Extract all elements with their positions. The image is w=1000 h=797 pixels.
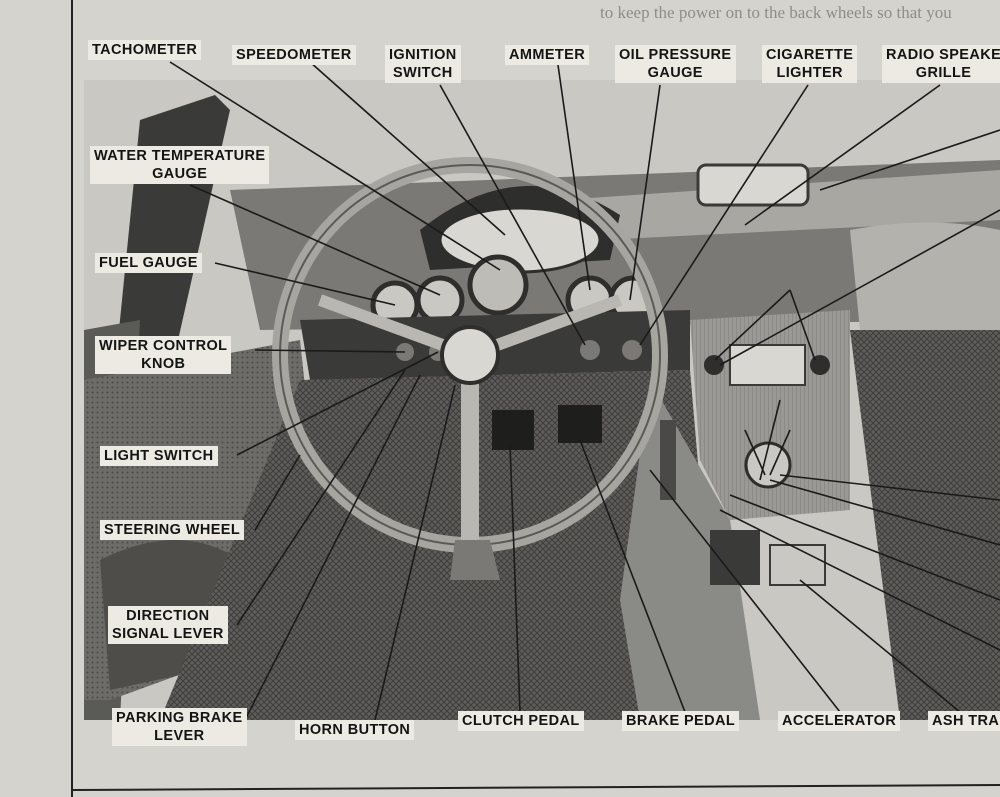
leader-ash-tray	[799, 579, 961, 713]
leader-radio-knob-left	[714, 289, 791, 361]
label-water-temperature-gauge: WATER TEMPERATURE GAUGE	[90, 146, 270, 184]
label-oil-pressure-gauge: OIL PRESSURE GAUGE	[615, 45, 736, 83]
leader-fuel-gauge	[214, 262, 396, 306]
leader-console-knob-3	[769, 429, 791, 476]
leader-horn-button	[374, 384, 456, 721]
leader-ignition-switch	[439, 84, 586, 346]
label-ammeter: AMMETER	[505, 45, 590, 65]
leader-radio-speaker-1	[744, 84, 941, 226]
leader-console-knob-2	[744, 429, 766, 476]
leader-oil-pressure	[629, 84, 661, 301]
label-ignition-switch: IGNITION SWITCH	[385, 45, 461, 83]
leader-radio-speaker-2	[819, 129, 1000, 191]
label-direction-signal-lever: DIRECTION SIGNAL LEVER	[108, 606, 228, 644]
label-accelerator: ACCELERATOR	[778, 711, 901, 731]
label-clutch-pedal: CLUTCH PEDAL	[458, 711, 584, 731]
leader-console-2	[769, 479, 1000, 546]
label-ash-tray: ASH TRA	[928, 711, 1000, 731]
label-horn-button: HORN BUTTON	[295, 720, 415, 740]
leader-clutch-pedal	[509, 444, 521, 713]
leader-water-temp	[189, 184, 441, 296]
background-text: to keep the power on to the back wheels …	[600, 3, 952, 22]
leader-tachometer	[169, 61, 501, 271]
leader-light-switch	[236, 351, 439, 456]
label-parking-brake-lever: PARKING BRAKE LEVER	[112, 708, 247, 746]
leader-lines	[169, 61, 1000, 721]
leader-console-4	[719, 509, 1000, 651]
leader-ammeter	[557, 64, 591, 291]
leader-radio-speaker-3	[719, 209, 1000, 366]
label-steering-wheel: STEERING WHEEL	[100, 520, 245, 540]
label-wiper-control-knob: WIPER CONTROL KNOB	[95, 336, 232, 374]
label-brake-pedal: BRAKE PEDAL	[622, 711, 740, 731]
leader-cigarette-lighter	[639, 84, 809, 346]
leader-console-3	[729, 494, 1000, 601]
label-radio-speaker-grille: RADIO SPEAKE GRILLE	[882, 45, 1000, 83]
leader-speedometer	[309, 61, 506, 236]
leader-brake-pedal	[579, 439, 686, 713]
label-speedometer: SPEEDOMETER	[232, 45, 356, 65]
label-light-switch: LIGHT SWITCH	[100, 446, 218, 466]
leader-wiper-control	[254, 349, 406, 353]
leader-direction-signal	[236, 369, 406, 626]
leader-console-1	[779, 474, 1000, 501]
leader-parking-brake	[244, 374, 421, 721]
leader-steering-wheel	[254, 454, 301, 531]
label-fuel-gauge: FUEL GAUGE	[95, 253, 202, 273]
frame-bottom-rule	[71, 784, 1000, 791]
label-tachometer: TACHOMETER	[88, 40, 202, 60]
bg-text-line1: to keep the power on to the back wheels …	[600, 3, 952, 22]
label-cigarette-lighter: CIGARETTE LIGHTER	[762, 45, 858, 83]
leader-console-knob-1	[759, 399, 781, 481]
leader-accelerator	[649, 469, 841, 713]
leader-radio-knob-right	[789, 289, 816, 361]
